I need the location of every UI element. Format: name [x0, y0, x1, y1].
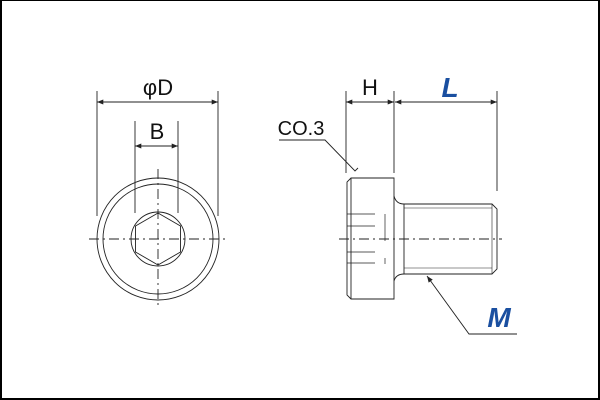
side-view — [279, 91, 517, 335]
screw-head — [346, 177, 395, 300]
hex-width-label: B — [150, 119, 165, 144]
length-label: L — [441, 72, 458, 103]
head-height-label: H — [362, 75, 378, 100]
chamfer-label: CO.3 — [278, 118, 325, 140]
thread-label: M — [487, 302, 511, 333]
head-fillet — [393, 195, 405, 282]
chamfer-leader — [279, 139, 359, 172]
front-view — [89, 91, 227, 309]
diameter-label: φD — [143, 75, 173, 100]
thread-leader — [426, 275, 517, 335]
socket-hidden-lines — [347, 213, 386, 264]
